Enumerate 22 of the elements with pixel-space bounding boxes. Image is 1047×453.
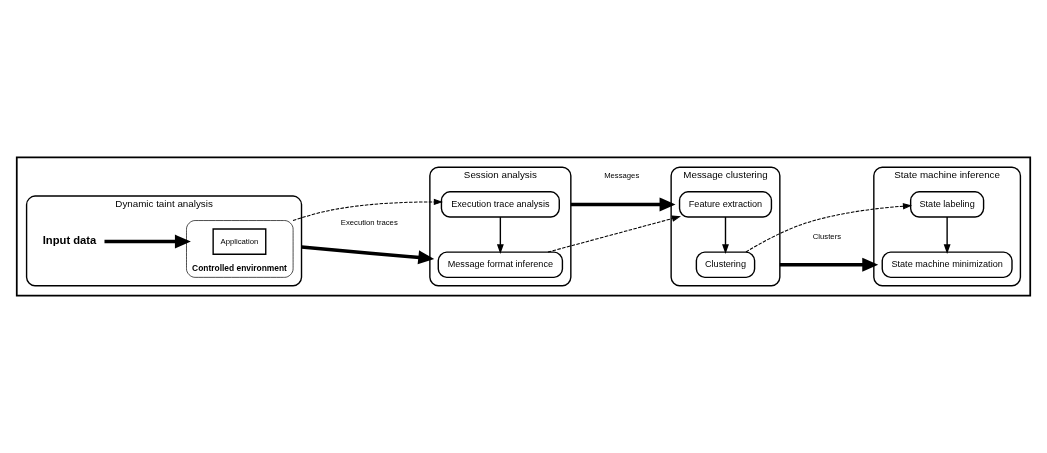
node-box: Message format inference [437,251,564,279]
node-box: Execution trace analysis [440,191,560,218]
node-box: State labeling [909,191,985,218]
edge-label: Clusters [812,231,842,241]
arrow [745,203,913,253]
node-text: Input data [42,233,97,246]
arrow [104,234,191,249]
arrow [292,198,443,222]
arrow [496,216,504,255]
arrow [722,216,729,255]
cluster [15,156,1032,297]
edge-label: Execution traces [340,217,398,227]
arrow [570,197,676,212]
edge-label: Messages [604,171,640,181]
arrow [547,215,681,253]
node-box: Application [212,228,267,255]
node-box: Feature extraction [678,191,773,218]
arrow [943,216,951,255]
node-box: Clustering [695,251,756,279]
arrow [301,245,435,265]
node-box: State machine minimization [881,251,1013,279]
arrow [779,257,879,272]
